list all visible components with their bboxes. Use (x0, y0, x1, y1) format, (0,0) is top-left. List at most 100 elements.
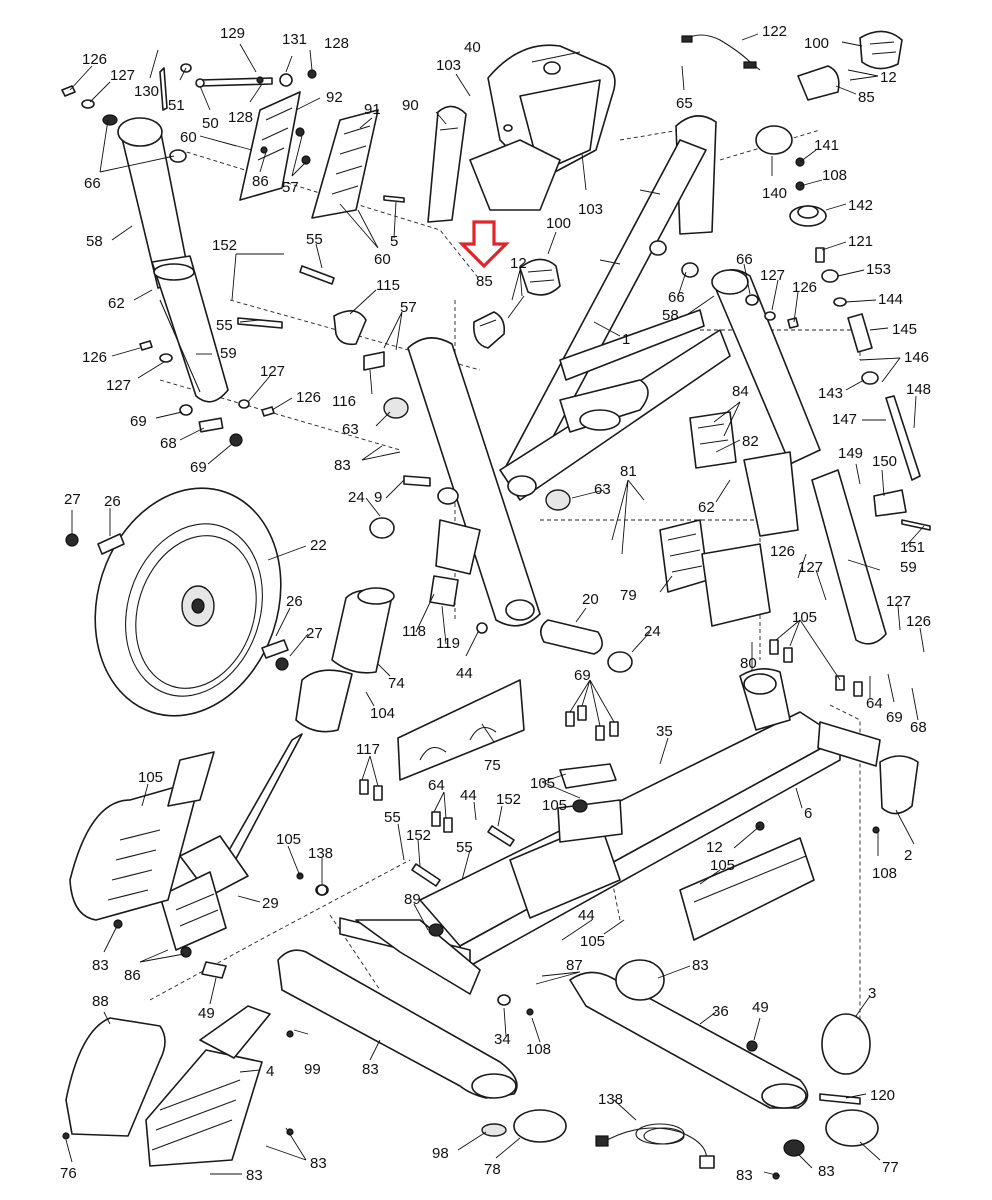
console-40 (469, 44, 616, 211)
callout-number: 2 (904, 847, 912, 864)
callout-number: 58 (662, 307, 679, 324)
callout-number: 3 (868, 985, 876, 1002)
callout-number: 74 (388, 675, 405, 692)
callout-number: 64 (428, 777, 445, 794)
callout-number: 66 (668, 289, 685, 306)
callout-number: 127 (106, 377, 131, 394)
callout-number: 22 (310, 537, 327, 554)
callout-number: 105 (710, 857, 735, 874)
callout-number: 129 (220, 25, 245, 42)
callout-number: 50 (202, 115, 219, 132)
incline-motor-89 (159, 835, 249, 979)
callout-number: 69 (574, 667, 591, 684)
callout-number: 115 (376, 277, 400, 294)
callout-number: 105 (542, 797, 567, 814)
flywheel-22 (94, 487, 282, 717)
callout-number: 152 (496, 791, 521, 808)
callout-number: 5 (390, 233, 398, 250)
callout-number: 130 (134, 83, 159, 100)
callout-number: 122 (762, 23, 787, 40)
callout-number: 57 (282, 179, 299, 196)
callout-number: 12 (880, 69, 897, 86)
callout-number: 105 (580, 933, 605, 950)
callout-number: 55 (456, 839, 473, 856)
callout-number: 98 (432, 1145, 449, 1162)
callout-number: 85 (476, 273, 493, 290)
callout-number: 141 (814, 137, 839, 154)
callout-number: 65 (676, 95, 693, 112)
callout-number: 83 (692, 957, 709, 974)
callout-number: 4 (266, 1063, 274, 1080)
callout-number: 83 (310, 1155, 327, 1172)
callout-number: 83 (736, 1167, 753, 1184)
callout-number: 127 (260, 363, 285, 380)
handle-grip-plates (239, 91, 467, 223)
callout-number: 26 (104, 493, 121, 510)
callout-number: 142 (848, 197, 873, 214)
callout-number: 12 (510, 255, 527, 272)
callout-number: 147 (832, 411, 857, 428)
callout-number: 80 (740, 655, 757, 672)
callout-number: 36 (712, 1003, 729, 1020)
rear-shroud-35 (69, 751, 215, 921)
callout-number: 153 (866, 261, 891, 278)
power-cord-120 (595, 1123, 715, 1169)
left-upper-arm-58 (117, 117, 229, 403)
callout-number: 75 (484, 757, 501, 774)
callout-number: 126 (792, 279, 817, 296)
right-upper-arm-58 (711, 269, 887, 645)
callout-number: 58 (86, 233, 103, 250)
callout-number: 88 (92, 993, 109, 1010)
callout-number: 83 (818, 1163, 835, 1180)
callout-number: 90 (402, 97, 419, 114)
callout-number: 81 (620, 463, 637, 480)
callout-number: 78 (484, 1161, 501, 1178)
callout-number: 24 (348, 489, 365, 506)
callout-number: 84 (732, 383, 749, 400)
callout-number: 100 (804, 35, 829, 52)
frame-bracket-6 (355, 763, 623, 995)
callout-number: 151 (900, 539, 925, 556)
callout-number: 126 (82, 51, 107, 68)
callout-number: 127 (886, 593, 911, 610)
callout-number: 83 (334, 457, 351, 474)
callout-number: 40 (464, 39, 481, 56)
callout-number: 49 (752, 999, 769, 1016)
flywheel-hardware (65, 533, 289, 671)
callout-number: 118 (402, 623, 426, 640)
callout-number: 83 (246, 1167, 263, 1184)
callout-number: 150 (872, 453, 897, 470)
callout-number: 86 (124, 967, 141, 984)
callout-number: 87 (566, 957, 583, 974)
callout-number: 27 (306, 625, 323, 642)
callout-number: 59 (220, 345, 237, 362)
callout-number: 127 (110, 67, 135, 84)
callout-number: 12 (706, 839, 723, 856)
seat-post-20 (540, 619, 633, 673)
callout-number: 83 (92, 957, 109, 974)
callout-number: 92 (326, 89, 343, 106)
callout-number: 83 (362, 1061, 379, 1078)
brake-assembly (219, 265, 571, 871)
callout-number: 55 (216, 317, 233, 334)
leader-lines (65, 33, 925, 1177)
callout-number: 6 (804, 805, 812, 822)
callout-number: 127 (798, 559, 823, 576)
callout-number: 99 (304, 1061, 321, 1078)
right-arm-hardware (649, 240, 799, 329)
callout-number: 108 (822, 167, 847, 184)
callout-number: 105 (792, 609, 817, 626)
callout-number: 44 (578, 907, 595, 924)
callout-number: 103 (578, 201, 603, 218)
callout-number: 29 (262, 895, 279, 912)
callout-number: 60 (180, 129, 197, 146)
callout-number: 105 (138, 769, 163, 786)
callout-number: 89 (404, 891, 421, 908)
tension-knob-assembly (755, 125, 931, 531)
callout-number: 138 (598, 1091, 623, 1108)
callout-number: 120 (870, 1087, 895, 1104)
callout-number: 145 (892, 321, 917, 338)
callout-number: 68 (160, 435, 177, 452)
callout-number: 69 (130, 413, 147, 430)
callout-number: 26 (286, 593, 303, 610)
